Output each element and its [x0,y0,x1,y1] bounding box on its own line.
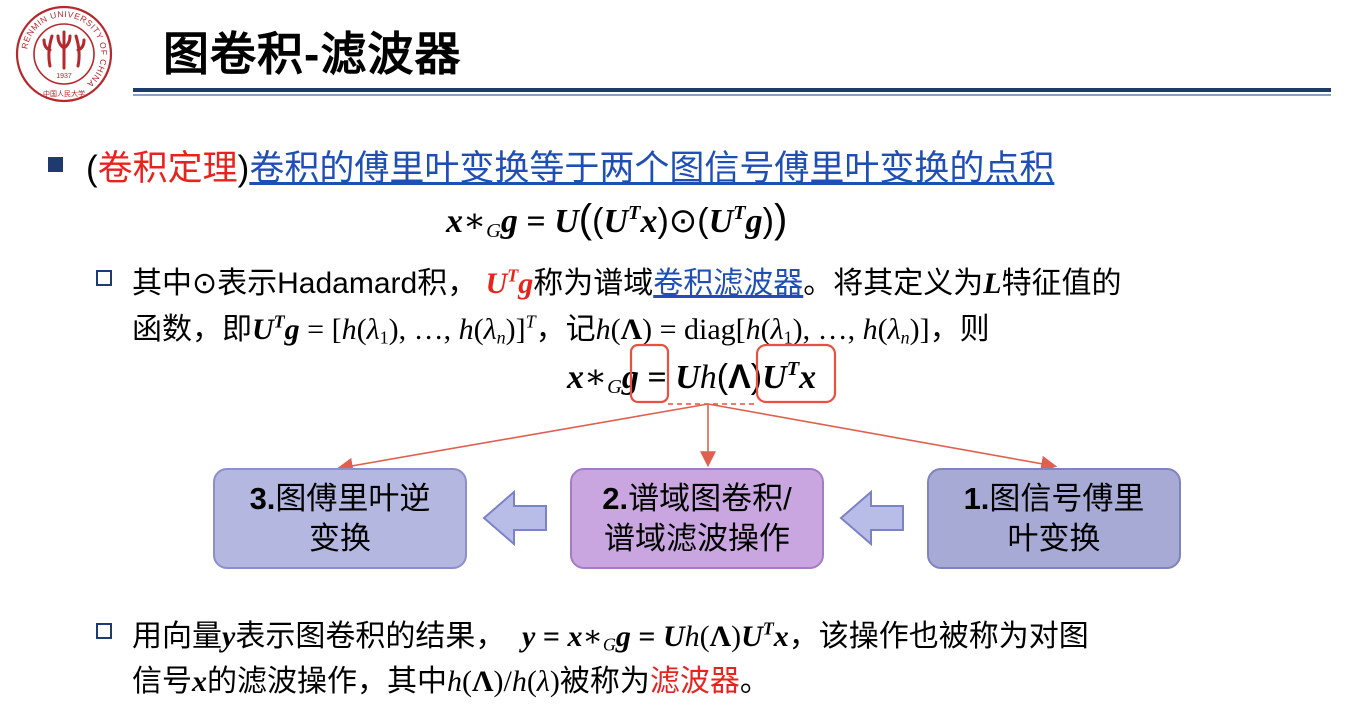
logo-bottom-text: 中国人民大学 [43,89,85,98]
block-arrow-left-1-icon [482,489,547,547]
text-defined-as: 。将其定义为 [803,267,984,300]
theorem-statement: 卷积的傅里叶变换等于两个图信号傅里叶变换的点积 [249,149,1055,188]
renmin-university-seal-icon: RENMIN UNIVERSITY OF CHINA 1937 中国人民大学 [15,5,113,103]
step1-line2: 叶变换 [1007,520,1101,556]
filtering-result-line-1: 用向量y表示图卷积的结果， y = x∗Gg = Uh(Λ)UTx，该操作也被称… [132,618,1089,655]
step2-line1: 谱域图卷积/ [628,480,792,516]
text-use-vector: 用向量 [132,620,222,653]
step1-number: 1. [963,480,990,516]
text-eigenvalue: 特征值的 [1001,267,1122,300]
text-also-called: ，该操作也被称为对图 [788,620,1089,653]
bullet-open-square-icon [96,270,112,286]
step3-line1: 图傅里叶逆 [275,480,431,516]
bullet-open-square-icon [96,623,112,639]
filtering-result-line-2: 信号x的滤波操作，其中h(Λ)/h(λ)被称为滤波器。 [132,665,770,698]
arrow-to-box1 [707,403,1058,472]
title-divider [133,88,1331,92]
bullet-square-icon [48,157,63,172]
text-then: ，则 [929,313,990,346]
text-result: 表示图卷积的结果， [235,620,506,653]
page-title: 图卷积-滤波器 [163,28,462,80]
logo-year: 1937 [56,73,72,80]
text-signal: 信号 [132,665,192,698]
filter-term: 滤波器 [649,665,740,698]
text-period: 。 [739,665,770,698]
arrow-to-box3 [336,403,709,474]
step1-fourier-box: 1.图信号傅里 叶变换 [927,468,1181,569]
filter-definition-line-2: 函数，即UTg = [h(λ1), …, h(λn)]T，记h(Λ) = dia… [132,311,990,348]
title-divider-thin [133,94,1331,96]
paren-open: ( [86,149,98,188]
convolution-equation: x∗Gg = U((UTx)⊙(UTg)) [446,197,788,243]
step2-spectral-conv-box: 2.谱域图卷积/ 谱域滤波操作 [570,468,824,569]
convolution-theorem-line: (卷积定理)卷积的傅里叶变换等于两个图信号傅里叶变换的点积 [86,140,1054,191]
university-logo: RENMIN UNIVERSITY OF CHINA 1937 中国人民大学 [14,4,114,104]
text-called: 被称为 [559,665,650,698]
step1-line1: 图信号傅里 [989,480,1145,516]
theorem-name: 卷积定理 [97,149,238,188]
step3-inverse-fourier-box: 3.图傅里叶逆 变换 [213,468,467,569]
paren-close: ) [237,149,250,188]
filter-definition-line-1: 其中⊙表示Hadamard积， UTg称为谱域卷积滤波器。将其定义为L特征值的 [132,265,1122,300]
spectral-convolution-equation: x∗Gg = Uh(Λ)UTx [567,357,817,399]
step2-number: 2. [602,480,629,516]
text-hadamard: 其中⊙表示Hadamard积， [132,267,478,300]
text-denote: ，记 [535,313,596,346]
spectral-filter-link[interactable]: 卷积滤波器 [653,267,804,300]
text-called-spectral: 称为谱域 [533,267,654,300]
block-arrow-left-2-icon [839,489,904,547]
text-filter-op: 的滤波操作，其中 [207,665,447,698]
step3-number: 3. [249,480,276,516]
text-function-ie: 函数，即 [132,313,252,346]
step2-line2: 谱域滤波操作 [603,520,790,556]
step3-line2: 变换 [308,520,371,556]
